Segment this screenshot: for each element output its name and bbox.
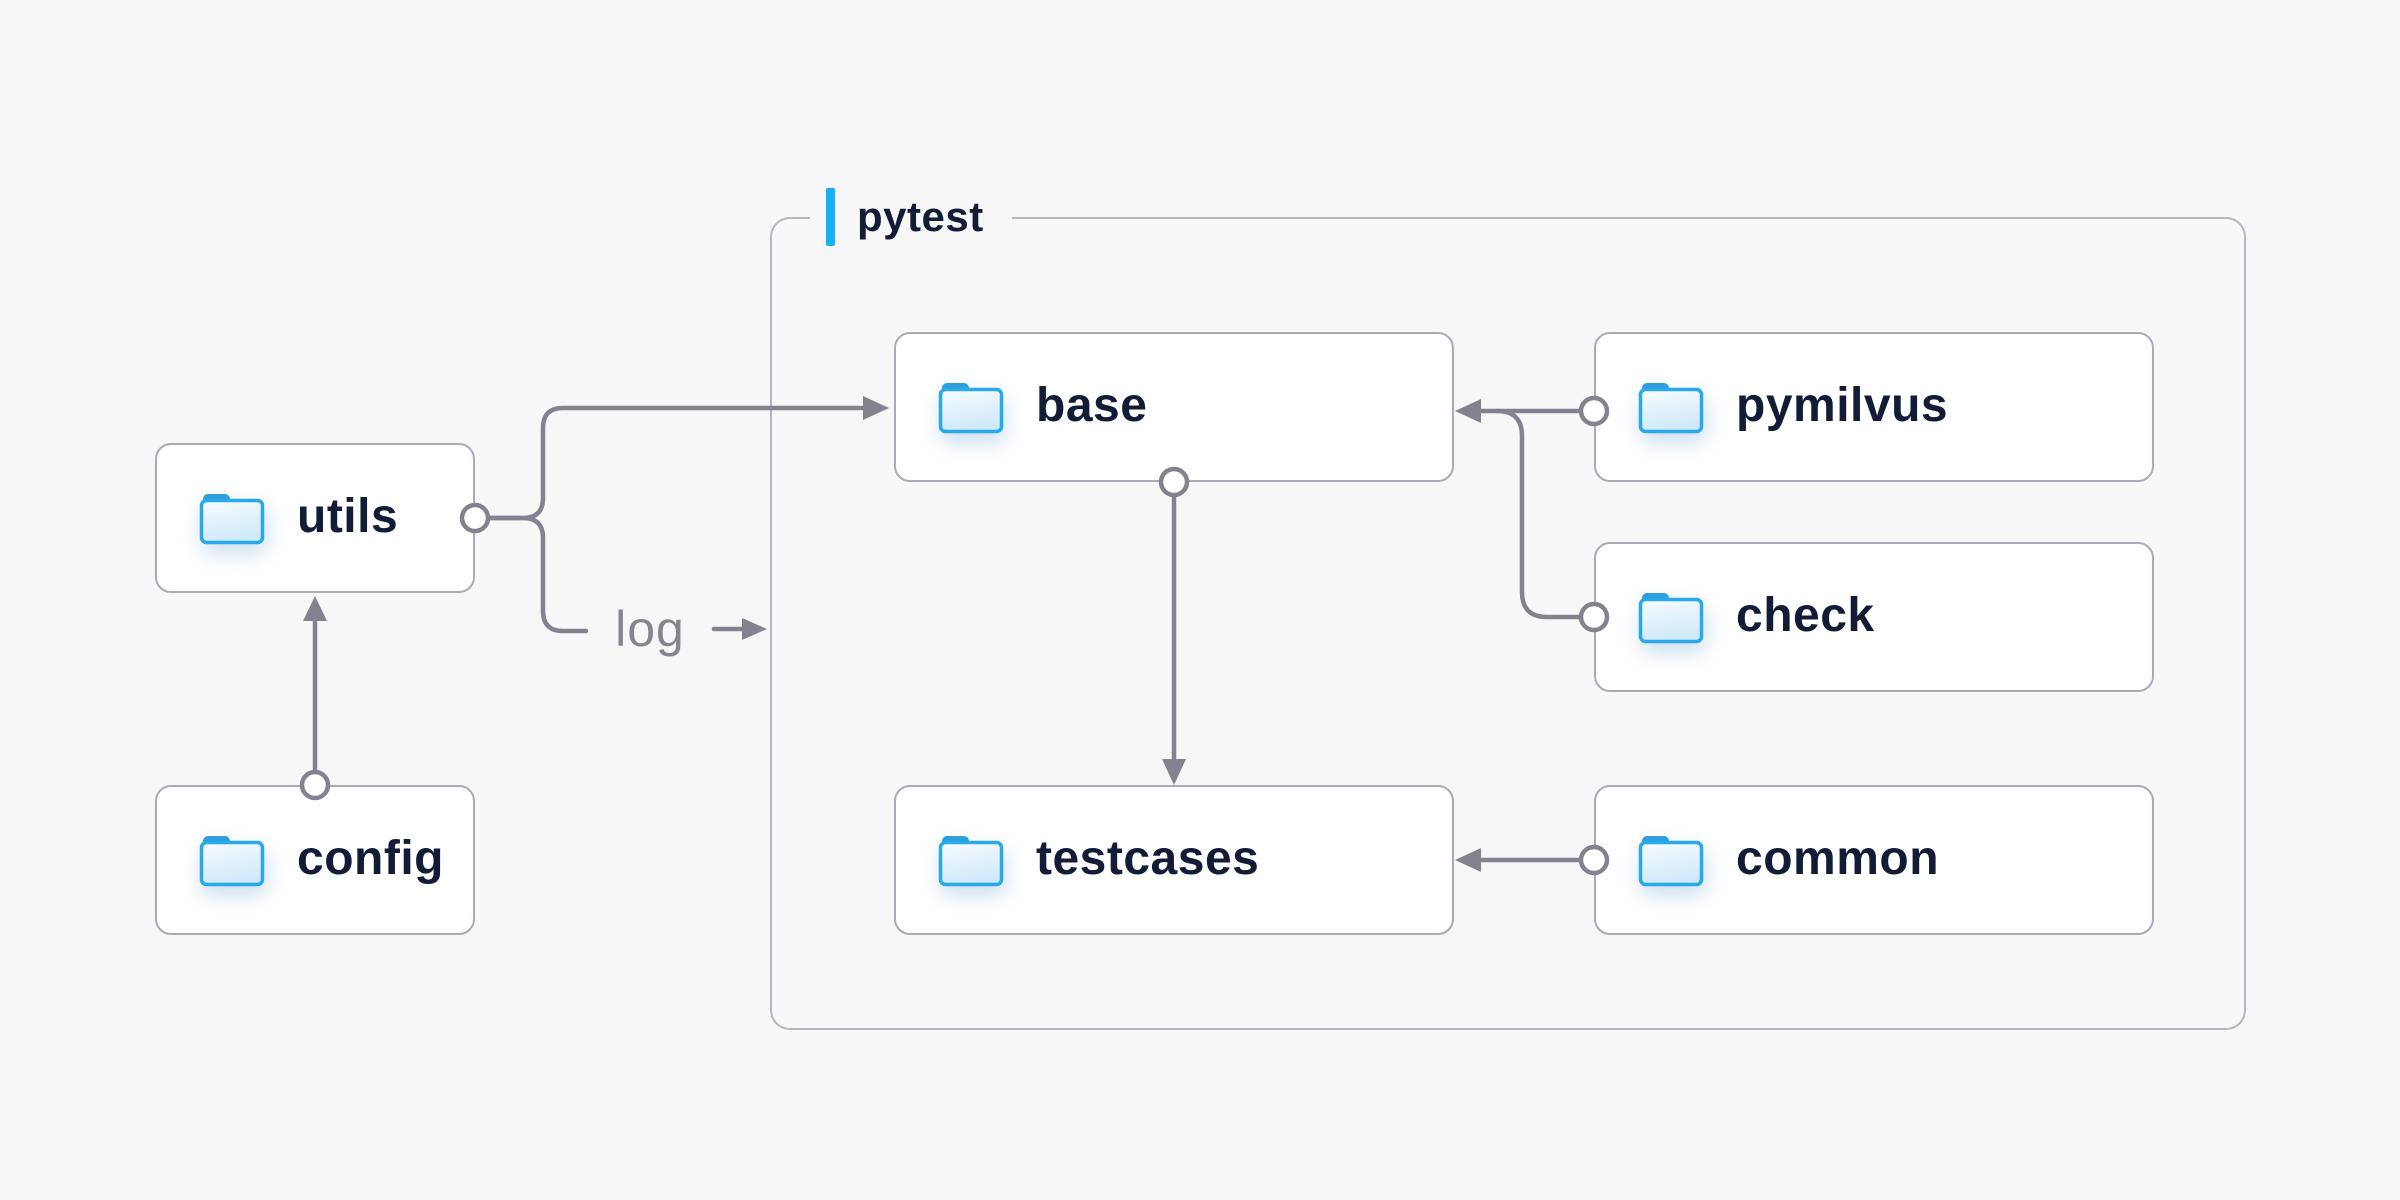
folder-icon <box>199 494 265 545</box>
edge-config-utils <box>299 596 331 801</box>
log-edge-label: log <box>615 601 685 657</box>
pytest-group-title: pytest <box>857 193 984 240</box>
node-label: common <box>1736 831 1940 885</box>
node-testcases: testcases <box>894 785 1454 935</box>
folder-icon <box>938 836 1004 887</box>
node-base: base <box>894 332 1454 482</box>
pytest-group-container: pytest <box>770 188 2246 1030</box>
node-label: config <box>297 831 444 885</box>
accent-bar <box>826 188 835 246</box>
node-label: base <box>1036 378 1148 432</box>
node-label: pymilvus <box>1736 378 1949 432</box>
folder-icon <box>938 383 1004 434</box>
node-utils: utils <box>155 443 475 593</box>
folder-icon <box>1638 836 1704 887</box>
folder-icon <box>1638 593 1704 644</box>
node-label: check <box>1736 588 1875 642</box>
node-pymilvus: pymilvus <box>1594 332 2154 482</box>
node-check: check <box>1594 542 2154 692</box>
node-label: utils <box>297 489 399 543</box>
node-config: config <box>155 785 475 935</box>
node-common: common <box>1594 785 2154 935</box>
node-label: testcases <box>1036 831 1260 885</box>
folder-icon <box>199 836 265 887</box>
pytest-group-label: pytest <box>810 188 1012 246</box>
folder-icon <box>1638 383 1704 434</box>
